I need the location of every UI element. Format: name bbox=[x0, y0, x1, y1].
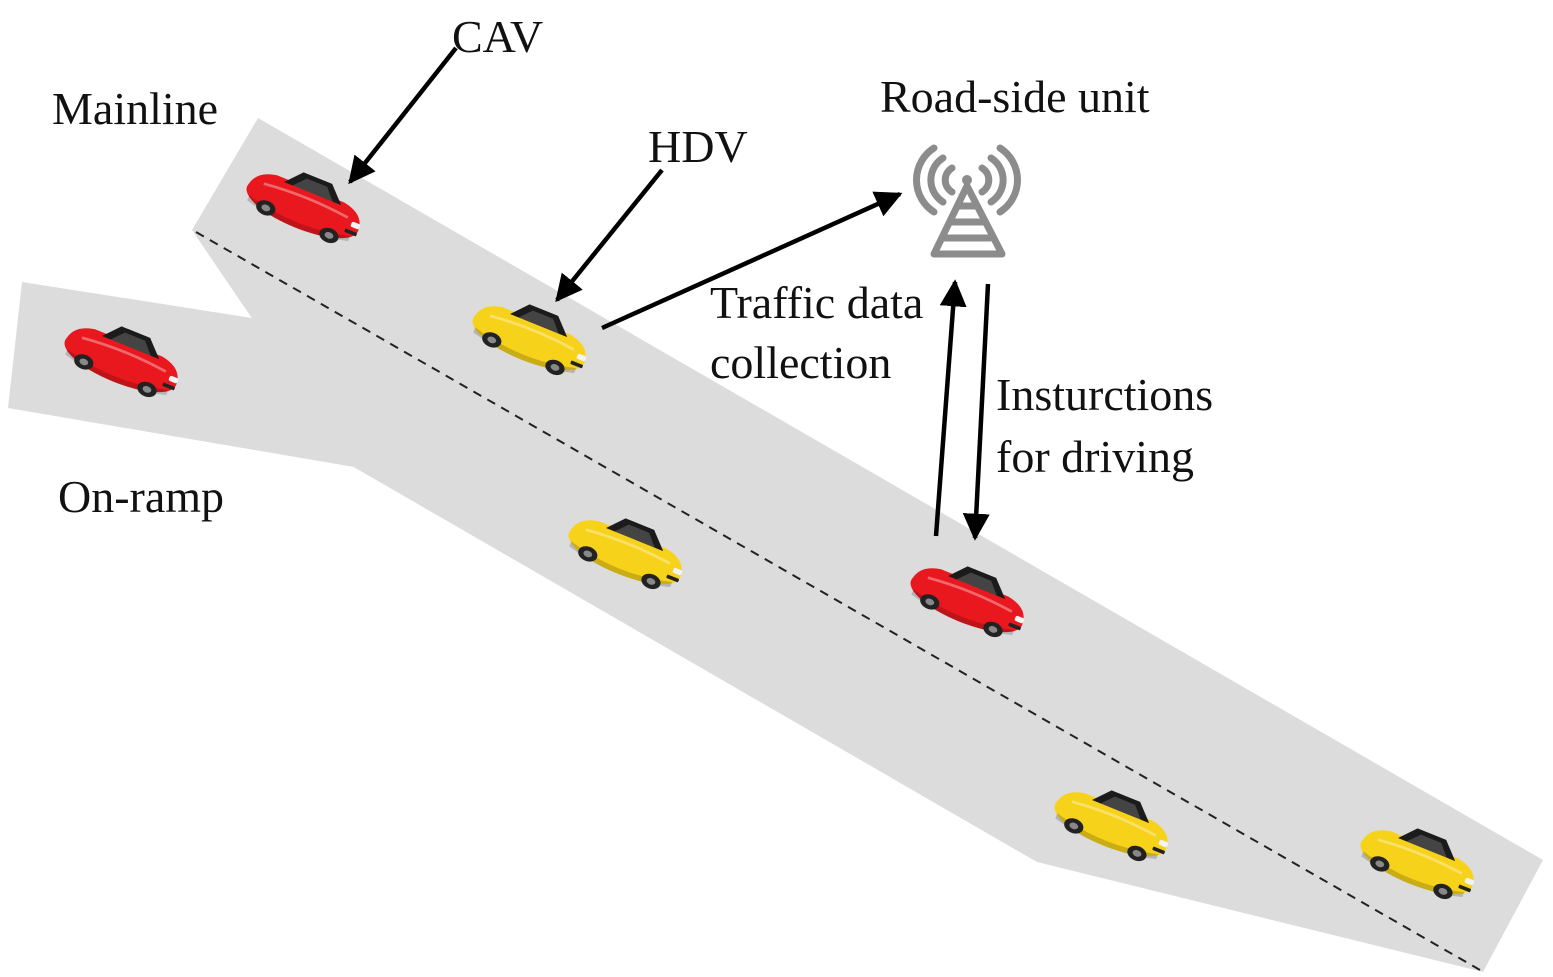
antenna-tower-icon bbox=[913, 144, 1021, 258]
on-ramp-road bbox=[8, 282, 380, 468]
hdv-label: HDV bbox=[648, 121, 748, 172]
instructions-label-line1: Insturctions bbox=[996, 369, 1213, 420]
mainline-label: Mainline bbox=[52, 83, 218, 134]
arrows bbox=[348, 46, 991, 541]
road-surface bbox=[8, 118, 1543, 972]
lane-divider bbox=[195, 231, 1481, 971]
instruction-down-arrow bbox=[962, 283, 991, 541]
rsu-label: Road-side unit bbox=[880, 71, 1150, 122]
data-upload-arrow bbox=[601, 191, 903, 331]
cav-pointer-arrow bbox=[348, 46, 458, 185]
instructions-label-line2: for driving bbox=[996, 431, 1194, 482]
cav-label: CAV bbox=[452, 11, 543, 62]
collection-up-arrow bbox=[933, 279, 967, 537]
on-ramp-label: On-ramp bbox=[58, 471, 224, 522]
hdv-pointer-arrow bbox=[555, 168, 664, 303]
traffic-data-label-line1: Traffic data bbox=[710, 277, 923, 328]
mainline-road bbox=[192, 118, 1543, 972]
traffic-data-label-line2: collection bbox=[710, 337, 891, 388]
